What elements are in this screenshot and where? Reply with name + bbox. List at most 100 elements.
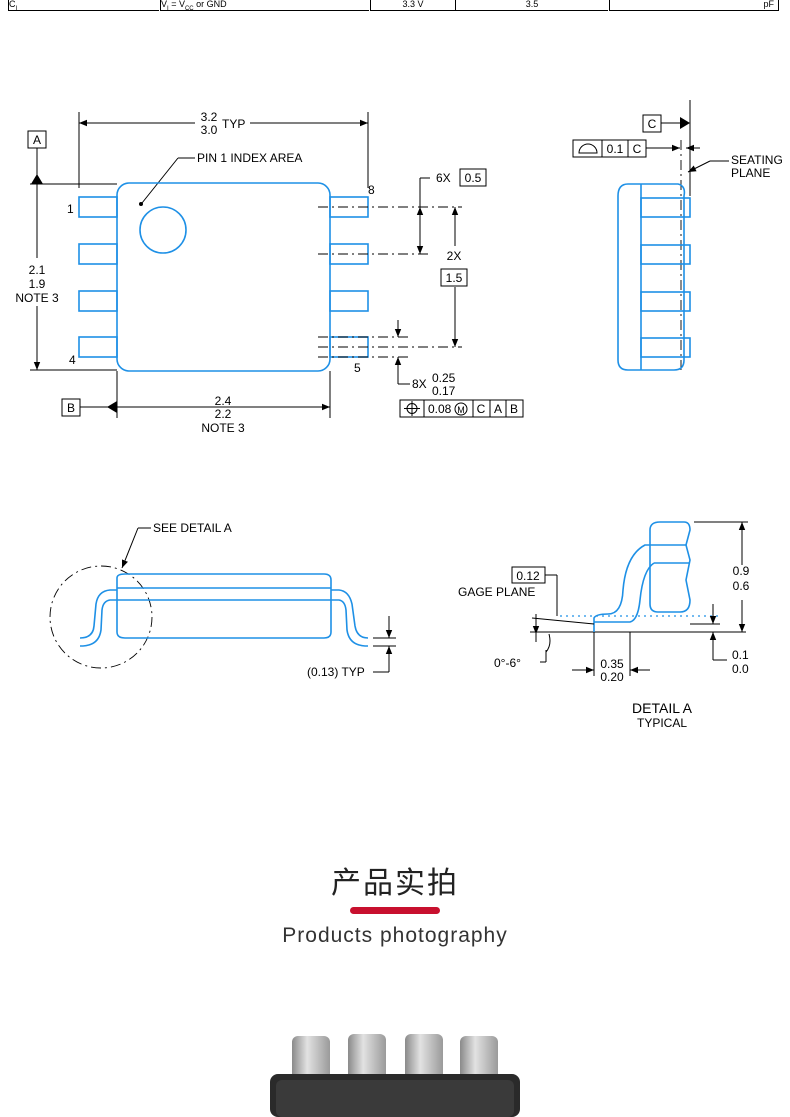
span-count: 2X bbox=[447, 249, 462, 263]
value-text: 3.5 bbox=[525, 0, 539, 9]
ref-c: C bbox=[477, 402, 486, 416]
span-box bbox=[440, 268, 468, 287]
vcc-cell: 3.3 V bbox=[370, 0, 455, 11]
pin-3 bbox=[78, 290, 118, 312]
vcc-text: 3.3 V bbox=[402, 0, 424, 9]
angle-label: 0°-6° bbox=[494, 656, 521, 670]
symbol-subscript: I bbox=[15, 5, 18, 11]
profile-body bbox=[116, 573, 332, 639]
datum-a-label: A bbox=[33, 133, 41, 147]
width-min: 3.0 bbox=[201, 123, 218, 137]
detail-subtitle: TYPICAL bbox=[637, 716, 687, 730]
mmc-letter: M bbox=[457, 405, 465, 415]
detail-height-min: 0.6 bbox=[733, 579, 750, 593]
pin-6 bbox=[329, 290, 369, 312]
profile-view: SEE DETAIL A (0.13) TYP bbox=[49, 521, 396, 679]
condition-cell: VI = VCC or GND bbox=[160, 0, 369, 11]
datum-c-label: C bbox=[648, 117, 657, 131]
title-accent-bar bbox=[350, 907, 440, 914]
condition-subscript-2: CC bbox=[184, 5, 194, 11]
unit-cell: pF bbox=[609, 0, 779, 11]
condition-rest: = V bbox=[168, 0, 185, 9]
lead-right-outer bbox=[331, 589, 369, 639]
lead-right-inner bbox=[331, 599, 368, 647]
body-note: NOTE 3 bbox=[201, 421, 245, 435]
lead-detail-inner bbox=[594, 562, 655, 623]
chip-lead-4 bbox=[460, 1036, 498, 1084]
side-view: C 0.1 C SEATING PLANE bbox=[572, 100, 783, 374]
chip-photo bbox=[270, 1034, 520, 1117]
flatness-ref: C bbox=[633, 142, 642, 156]
symbol-cell: CI bbox=[8, 0, 159, 11]
pin1-index-label: PIN 1 INDEX AREA bbox=[197, 151, 302, 165]
datum-a-triangle bbox=[31, 174, 43, 184]
lead-left-outer bbox=[79, 589, 117, 639]
seating-leader bbox=[687, 160, 711, 173]
pitch-count: 6X bbox=[436, 171, 451, 185]
pitch-value: 0.5 bbox=[465, 171, 482, 185]
package-body bbox=[116, 182, 331, 372]
chip-lead-1 bbox=[292, 1036, 330, 1084]
body-max: 2.4 bbox=[215, 394, 232, 408]
standoff-min: 0.0 bbox=[732, 662, 749, 676]
detail-title: DETAIL A bbox=[632, 700, 693, 716]
symbol-text: C bbox=[9, 0, 16, 9]
flatness-value: 0.1 bbox=[607, 142, 624, 156]
ref-b: B bbox=[510, 402, 518, 416]
condition-tail: or GND bbox=[193, 0, 227, 9]
foot-max: 0.35 bbox=[600, 657, 624, 671]
ref-a: A bbox=[494, 402, 502, 416]
angle-line bbox=[531, 617, 595, 625]
detail-view: 0.12 GAGE PLANE 0.9 0.6 0.1 0.0 0°-6 bbox=[458, 521, 750, 730]
flatness-icon bbox=[578, 143, 598, 154]
standoff-max: 0.1 bbox=[732, 648, 749, 662]
photo-section-title: 产品实拍 bbox=[331, 866, 459, 901]
height-note: NOTE 3 bbox=[15, 291, 59, 305]
height-min: 1.9 bbox=[29, 277, 46, 291]
see-detail-label: SEE DETAIL A bbox=[153, 521, 232, 535]
lead-max: 0.25 bbox=[432, 371, 456, 385]
mmc-circle bbox=[454, 402, 468, 416]
seating-label-2: PLANE bbox=[731, 166, 770, 180]
gage-value: 0.12 bbox=[516, 569, 540, 583]
side-body bbox=[617, 183, 686, 371]
lead-count: 8X bbox=[412, 377, 427, 391]
detail-body bbox=[649, 521, 691, 613]
body-min: 2.2 bbox=[215, 407, 232, 421]
chip-lead-3 bbox=[405, 1034, 443, 1084]
width-max: 3.2 bbox=[201, 110, 218, 124]
pin-1 bbox=[78, 196, 118, 218]
pin1-leader bbox=[141, 157, 179, 204]
side-lead-2 bbox=[640, 244, 691, 265]
height-max: 2.1 bbox=[29, 263, 46, 277]
pin-2 bbox=[78, 243, 118, 265]
side-lead-4 bbox=[640, 337, 691, 358]
gage-plane-label: GAGE PLANE bbox=[458, 585, 535, 599]
chip-lead-2 bbox=[348, 1034, 386, 1084]
pitch-box bbox=[459, 168, 487, 187]
side-lead-3 bbox=[640, 291, 691, 312]
unit-text: pF bbox=[763, 0, 774, 9]
lead-min: 0.17 bbox=[432, 384, 456, 398]
top-view: A 3.2 3.0 TYP PIN 1 INDEX AREA 1 4 5 8 bbox=[15, 110, 524, 435]
pin1-index-circle bbox=[139, 206, 187, 254]
angle-arc bbox=[545, 633, 551, 653]
datum-c-triangle bbox=[680, 117, 690, 129]
detail-circle bbox=[49, 565, 153, 669]
lead-left-inner bbox=[80, 599, 117, 647]
pin-4 bbox=[78, 336, 118, 358]
foot-min: 0.20 bbox=[600, 670, 624, 684]
tolerance-value: 0.08 bbox=[428, 402, 452, 416]
flatness-frame: 0.1 C bbox=[572, 139, 647, 158]
chip-body-top bbox=[276, 1080, 514, 1117]
pin-1-label: 1 bbox=[67, 202, 74, 216]
condition-text: V bbox=[161, 0, 168, 9]
seating-label-1: SEATING bbox=[731, 153, 783, 167]
datum-b-label: B bbox=[67, 401, 75, 415]
pin1-dot bbox=[139, 202, 143, 206]
see-detail-leader bbox=[121, 527, 139, 569]
spec-table-row: CI V I = VCC or GND 3.3 V 3.5 pF bbox=[0, 0, 790, 12]
photo-section-subtitle: Products photography bbox=[282, 924, 508, 947]
side-lead-1 bbox=[640, 197, 691, 218]
package-drawing: A 3.2 3.0 TYP PIN 1 INDEX AREA 1 4 5 8 bbox=[15, 100, 783, 730]
